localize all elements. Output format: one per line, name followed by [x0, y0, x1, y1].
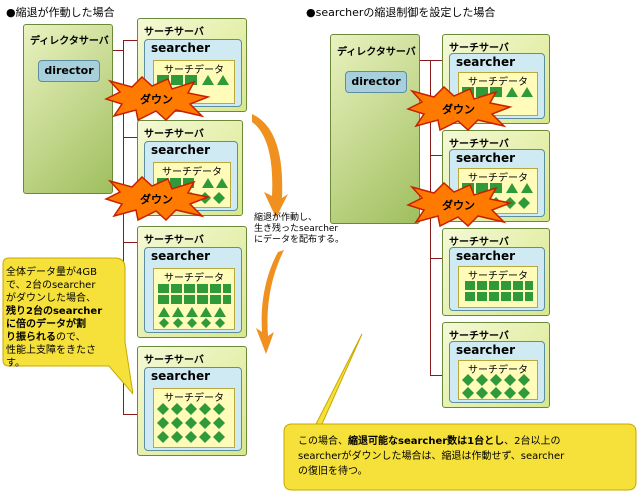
searcher-label: searcher	[456, 249, 516, 263]
searcher-box: searcher サーチデータ	[144, 247, 242, 333]
connector	[123, 40, 137, 41]
server-label: サーチサーバ	[144, 355, 204, 366]
search-data-label: サーチデータ	[162, 167, 222, 178]
data-shapes	[158, 284, 231, 328]
search-data-label: サーチデータ	[164, 273, 224, 284]
searcher-label: searcher	[151, 249, 211, 263]
search-server-r3: サーチサーバ searcher サーチデータ	[442, 228, 550, 316]
right-callout-bubble	[283, 333, 637, 491]
director-server-right: ディレクタサーバ director	[330, 34, 420, 224]
director-server-label: ディレクタサーバ	[30, 36, 109, 47]
data-shapes	[462, 374, 530, 399]
connector	[123, 414, 137, 415]
down-label: ダウン	[442, 103, 475, 116]
middle-note-3: にデータを配布する。	[254, 235, 345, 245]
searcher-label: searcher	[456, 55, 516, 69]
connector	[420, 60, 430, 61]
connector	[123, 40, 124, 415]
search-data: サーチデータ	[458, 360, 538, 400]
server-label: サーチサーバ	[449, 331, 509, 342]
searcher-label: searcher	[151, 369, 211, 383]
director-server-left: ディレクタサーバ director	[23, 24, 113, 194]
search-data: サーチデータ	[458, 266, 538, 308]
search-data-label: サーチデータ	[468, 77, 528, 88]
curved-arrow-bottom	[256, 250, 284, 354]
server-label: サーチサーバ	[449, 139, 509, 150]
down-burst-l2	[104, 176, 211, 222]
left-callout-bubble	[2, 257, 133, 395]
data-shapes	[465, 281, 533, 301]
searcher-box: searcher サーチデータ	[449, 341, 545, 403]
search-data: サーチデータ	[153, 268, 235, 330]
middle-note-2: 生き残ったsearcher	[254, 224, 339, 234]
director-label: director	[345, 71, 407, 93]
searcher-label: searcher	[151, 143, 211, 157]
search-data-label: サーチデータ	[468, 173, 528, 184]
search-server-l3: サーチサーバ searcher サーチデータ	[137, 226, 247, 338]
down-label: ダウン	[140, 93, 173, 106]
down-label: ダウン	[140, 193, 173, 206]
right-title: ●searcherの縮退制御を設定した場合	[306, 6, 496, 19]
connector	[430, 375, 442, 376]
search-data: サーチデータ	[153, 388, 235, 448]
left-callout-text: 全体データ量が4GB で、2台のsearcher がダウンした場合、 残り2台の…	[6, 267, 103, 369]
search-server-l4: サーチサーバ searcher サーチデータ	[137, 346, 247, 456]
searcher-label: searcher	[456, 343, 516, 357]
connector	[123, 137, 137, 138]
server-label: サーチサーバ	[449, 43, 509, 54]
server-label: サーチサーバ	[449, 237, 509, 248]
server-label: サーチサーバ	[144, 129, 204, 140]
server-label: サーチサーバ	[144, 27, 204, 38]
searcher-box: searcher サーチデータ	[449, 247, 545, 311]
searcher-box: searcher サーチデータ	[144, 367, 242, 451]
connector	[430, 155, 442, 156]
search-data-label: サーチデータ	[164, 65, 224, 76]
searcher-label: searcher	[456, 151, 516, 165]
down-burst-r2	[406, 182, 513, 228]
server-label: サーチサーバ	[144, 235, 204, 246]
director-label: director	[38, 60, 100, 82]
search-data-label: サーチデータ	[468, 365, 528, 376]
curved-arrow-top	[252, 114, 288, 218]
down-burst-l1	[104, 76, 211, 122]
middle-note-1: 縮退が作動し、	[254, 213, 318, 223]
director-server-label: ディレクタサーバ	[337, 47, 416, 58]
search-data-label: サーチデータ	[468, 271, 528, 282]
searcher-label: searcher	[151, 41, 211, 55]
search-server-r1: サーチサーバ searcher サーチデータ	[442, 34, 550, 124]
search-data-label: サーチデータ	[164, 393, 224, 404]
down-label: ダウン	[442, 199, 475, 212]
search-server-r2: サーチサーバ searcher サーチデータ	[442, 130, 550, 222]
connector	[113, 50, 123, 51]
connector	[430, 60, 442, 61]
search-server-r4: サーチサーバ searcher サーチデータ	[442, 322, 550, 408]
right-callout-text: この場合、縮退可能なsearcher数は1台とし、2台以上の searcherが…	[298, 436, 565, 477]
left-title: ●縮退が作動した場合	[6, 6, 115, 19]
connector	[123, 242, 137, 243]
data-shapes	[157, 403, 225, 443]
connector	[430, 258, 442, 259]
searcher-box: searcher サーチデータ	[449, 149, 545, 217]
down-burst-r1	[406, 86, 513, 132]
